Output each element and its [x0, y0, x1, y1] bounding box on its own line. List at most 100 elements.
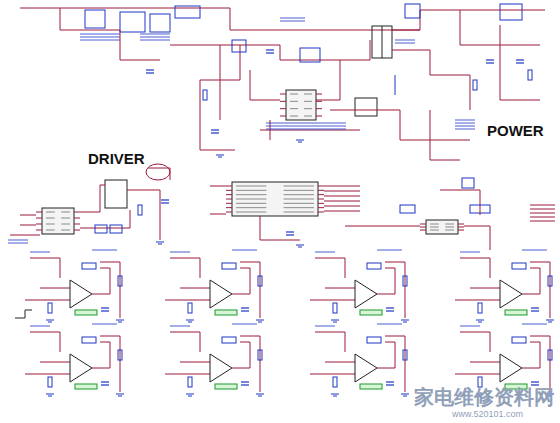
wire: [345, 226, 380, 227]
watermark: 家电维修资料网: [414, 384, 554, 411]
wire: [531, 384, 539, 385]
wire: [316, 101, 322, 102]
component: [175, 6, 200, 18]
wire: [315, 326, 335, 327]
wire: [284, 186, 314, 187]
wire: [430, 110, 460, 160]
component: [400, 205, 415, 213]
wire: [92, 342, 110, 368]
wire: [445, 224, 454, 225]
component: [118, 350, 122, 360]
wire: [100, 336, 120, 392]
opamp-symbol: [500, 280, 522, 308]
wire: [531, 307, 539, 308]
wire: [460, 10, 545, 11]
wire: [286, 231, 294, 232]
component: [462, 178, 474, 188]
wire: [180, 362, 210, 363]
wire: [280, 21, 305, 22]
wire: [470, 362, 500, 363]
wire: [315, 252, 335, 253]
wire: [530, 221, 555, 222]
wire: [170, 332, 200, 352]
wire: [48, 322, 52, 323]
wire: [156, 242, 164, 243]
wire: [236, 190, 266, 191]
wire: [290, 116, 298, 117]
wire: [188, 396, 192, 397]
wire: [116, 320, 124, 321]
component: [478, 377, 482, 387]
wire: [210, 214, 226, 215]
wire: [226, 207, 232, 208]
wire: [298, 142, 302, 143]
component: [75, 384, 97, 389]
wire: [180, 288, 210, 289]
wire: [531, 381, 539, 382]
component: [360, 310, 382, 315]
wire: [445, 230, 454, 231]
component: [215, 310, 237, 315]
wire: [25, 300, 40, 301]
wire: [385, 336, 405, 392]
wire: [460, 326, 480, 327]
wire: [324, 191, 360, 192]
wire: [232, 342, 250, 368]
wire: [236, 203, 266, 204]
wire: [455, 374, 470, 375]
wire: [266, 123, 346, 124]
wire: [266, 126, 346, 127]
wire: [316, 108, 322, 109]
wire: [296, 245, 304, 246]
component: [120, 12, 145, 32]
wire: [401, 394, 409, 395]
wire: [445, 227, 454, 228]
wire: [315, 332, 345, 352]
wire: [92, 324, 117, 325]
component: [48, 377, 52, 387]
wire: [30, 332, 60, 352]
component: [222, 263, 236, 269]
wire: [333, 396, 337, 397]
wire: [241, 307, 249, 308]
wire: [170, 326, 190, 327]
wire: [401, 320, 409, 321]
component: [426, 220, 458, 234]
wire: [460, 258, 490, 278]
wire: [280, 94, 286, 95]
wire: [548, 322, 552, 323]
wire: [101, 307, 109, 308]
wire: [256, 394, 264, 395]
wire: [522, 250, 547, 251]
wire: [36, 218, 42, 219]
wire: [296, 140, 304, 141]
wire: [325, 300, 355, 301]
wire: [325, 362, 355, 363]
wire: [304, 108, 312, 109]
wire: [455, 129, 475, 130]
wire: [25, 374, 40, 375]
wire: [170, 252, 190, 253]
wire: [36, 224, 42, 225]
wire: [333, 322, 337, 323]
wire: [522, 268, 540, 294]
component: [150, 14, 170, 32]
wire: [386, 381, 394, 382]
wire: [36, 230, 42, 231]
wire: [46, 320, 54, 321]
component: [548, 276, 552, 286]
wire: [40, 288, 70, 289]
component: [300, 48, 320, 62]
wire: [470, 300, 500, 301]
component: [367, 263, 381, 269]
wire: [325, 374, 355, 375]
wire: [236, 186, 266, 187]
wire: [30, 252, 50, 253]
wire: [226, 186, 232, 187]
wire: [210, 186, 226, 187]
component: [403, 350, 407, 360]
wire: [20, 215, 36, 216]
wire: [340, 40, 370, 60]
wire: [530, 262, 550, 318]
